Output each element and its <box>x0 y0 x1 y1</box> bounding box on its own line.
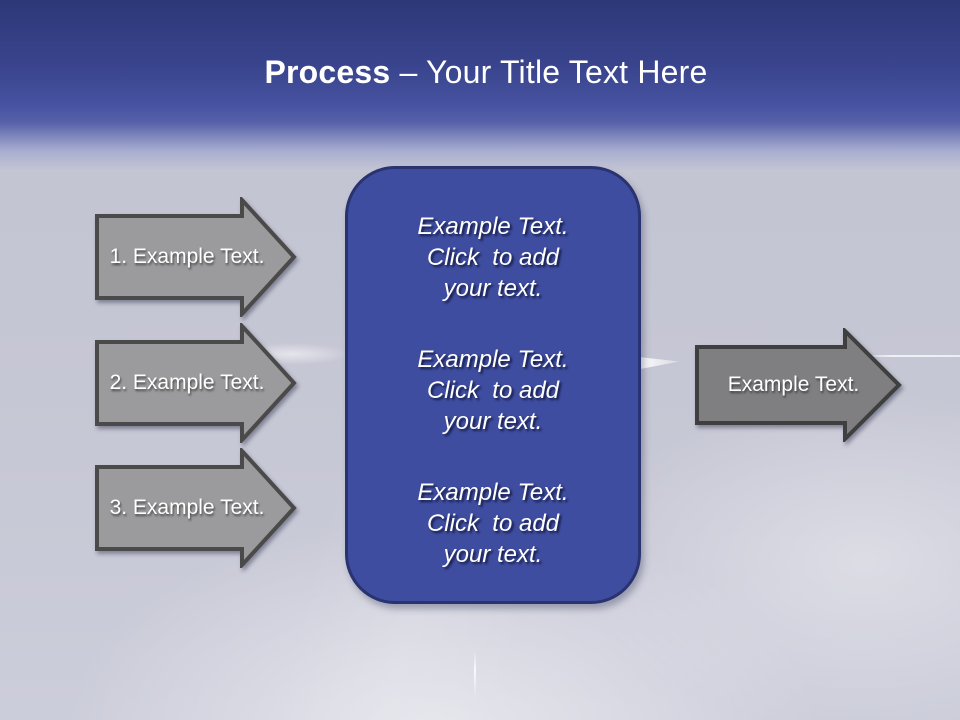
process-arrow-1[interactable]: 1. Example Text. <box>95 197 297 317</box>
slide-title[interactable]: Process – Your Title Text Here <box>0 54 960 91</box>
process-arrow-3[interactable]: 3. Example Text. <box>95 448 297 568</box>
arrow-right-icon <box>695 328 902 442</box>
panel-text-block-2[interactable]: Example Text. Click to add your text. <box>417 346 569 435</box>
title-regular-text: – Your Title Text Here <box>399 54 708 90</box>
background-line-bottom <box>474 651 476 698</box>
center-panel[interactable]: Example Text. Click to add your text. Ex… <box>345 166 641 604</box>
title-bold-text: Process <box>264 54 391 90</box>
panel-text-block-3[interactable]: Example Text. Click to add your text. <box>417 479 569 568</box>
background-line-right <box>856 355 960 357</box>
arrow-right-icon <box>95 448 297 568</box>
background-swirl-wedge <box>639 357 679 369</box>
arrow-right-icon <box>95 197 297 317</box>
panel-text-block-1[interactable]: Example Text. Click to add your text. <box>417 213 569 302</box>
result-arrow[interactable]: Example Text. <box>695 328 902 442</box>
header-band <box>0 0 960 172</box>
process-arrow-2[interactable]: 2. Example Text. <box>95 323 297 443</box>
arrow-right-icon <box>95 323 297 443</box>
